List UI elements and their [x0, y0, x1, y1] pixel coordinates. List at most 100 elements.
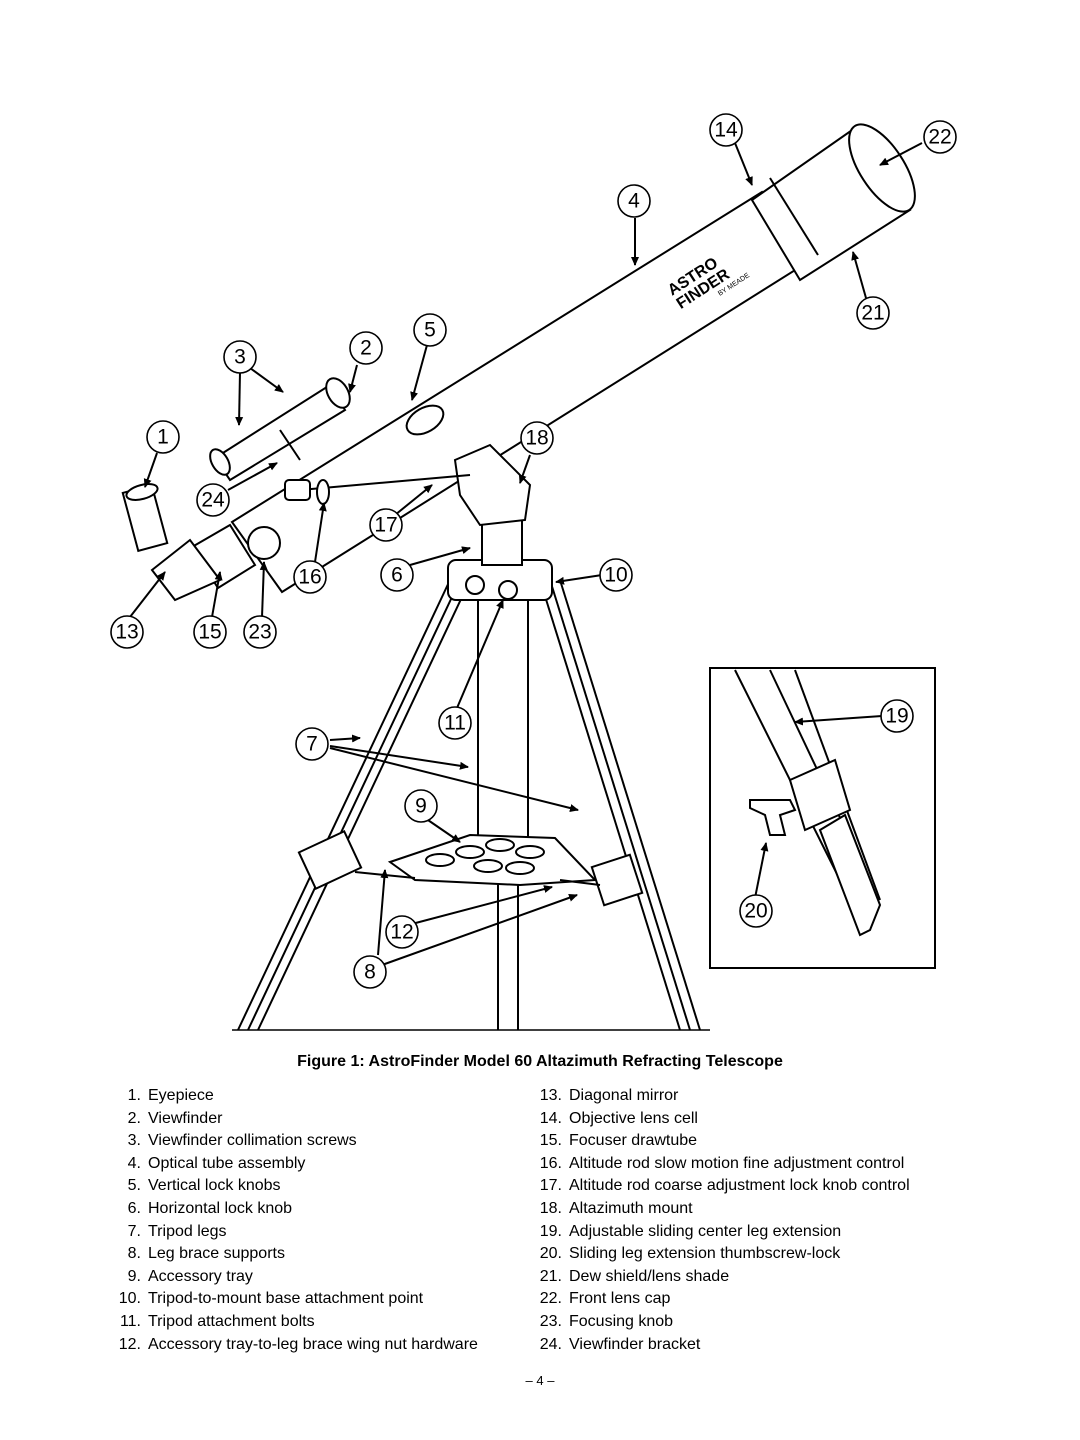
- callout-24: 24: [196, 483, 230, 517]
- part-number: 6.: [127, 1199, 141, 1217]
- part-label: Tripod-to-mount base attachment point: [148, 1290, 424, 1308]
- figure-caption: Figure 1: AstroFinder Model 60 Altazimut…: [297, 1053, 783, 1070]
- callout-14: 14: [709, 113, 743, 147]
- parts-list-item: 3.Viewfinder collimation screws: [103, 1130, 478, 1153]
- svg-text:2: 2: [360, 337, 372, 360]
- parts-list-item: 21. Dew shield/lens shade: [524, 1266, 910, 1289]
- part-label: Altitude rod coarse adjustment lock knob…: [569, 1177, 910, 1195]
- parts-list-item: 10.Tripod-to-mount base attachment point: [103, 1288, 478, 1311]
- svg-text:20: 20: [744, 900, 767, 923]
- callout-6: 6: [380, 558, 414, 592]
- parts-list-item: 24.Viewfinder bracket: [524, 1334, 910, 1357]
- parts-list-item: 20. Sliding leg extension thumbscrew-lock: [524, 1243, 910, 1266]
- optical-tube-assembly: ASTRO FINDER BY MEADE: [121, 123, 916, 602]
- part-label: Accessory tray: [148, 1267, 253, 1285]
- svg-text:12: 12: [390, 921, 413, 944]
- part-label: Focuser drawtube: [569, 1132, 698, 1150]
- telescope-diagram: ASTRO FINDER BY MEADE: [110, 113, 957, 1031]
- svg-text:5: 5: [424, 319, 436, 342]
- callout-18: 18: [520, 421, 554, 455]
- part-number: 16.: [539, 1154, 562, 1172]
- callout-12: 12: [385, 915, 419, 949]
- callout-8: 8: [353, 955, 387, 989]
- callout-20: 20: [739, 894, 773, 928]
- part-number: 8.: [127, 1245, 141, 1263]
- callout-2: 2: [349, 331, 383, 365]
- svg-text:22: 22: [928, 126, 951, 149]
- svg-text:14: 14: [714, 119, 738, 142]
- part-number: 7.: [127, 1222, 141, 1240]
- parts-list-item: 19. Adjustable sliding center leg extensi…: [524, 1221, 910, 1244]
- part-label: Viewfinder collimation screws: [148, 1132, 357, 1150]
- parts-list-item: 5.Vertical lock knobs: [103, 1175, 478, 1198]
- callout-7: 7: [295, 727, 329, 761]
- part-label: Leg brace supports: [148, 1245, 285, 1263]
- svg-text:8: 8: [364, 961, 376, 984]
- svg-text:9: 9: [415, 795, 427, 818]
- part-label: Eyepiece: [148, 1087, 214, 1104]
- svg-text:6: 6: [391, 564, 403, 587]
- callout-1: 1: [146, 420, 180, 454]
- parts-list-item: 15. Focuser drawtube: [524, 1130, 910, 1153]
- part-label: Front lens cap: [569, 1290, 671, 1308]
- callout-19: 19: [880, 699, 914, 733]
- svg-text:15: 15: [198, 621, 221, 644]
- svg-text:10: 10: [604, 564, 627, 587]
- callout-5: 5: [413, 313, 447, 347]
- part-label: Sliding leg extension thumbscrew-lock: [569, 1245, 841, 1263]
- parts-list-item: 13.Diagonal mirror: [524, 1085, 910, 1108]
- callout-leaders: [129, 142, 923, 966]
- part-number: 5.: [127, 1177, 141, 1195]
- svg-text:7: 7: [306, 733, 318, 756]
- svg-text:4: 4: [628, 190, 640, 213]
- part-number: 11.: [119, 1312, 141, 1330]
- parts-list-item: 2.Viewfinder: [103, 1108, 478, 1131]
- part-label: Focusing knob: [569, 1312, 674, 1330]
- parts-list-item: 7. Tripod legs: [103, 1221, 478, 1244]
- part-label: Dew shield/lens shade: [569, 1267, 730, 1285]
- svg-text:23: 23: [248, 621, 271, 644]
- callout-labels: 14 22 4 21 5 2 3 1 18 24 17 16 6 10 13 1…: [110, 113, 957, 989]
- callout-15: 15: [193, 615, 227, 649]
- tripod: [232, 509, 710, 1031]
- part-label: Viewfinder: [148, 1109, 223, 1127]
- callout-16: 16: [293, 560, 327, 594]
- parts-list-item: 17. Altitude rod coarse adjustment lock k…: [524, 1175, 910, 1198]
- svg-text:21: 21: [861, 302, 884, 325]
- part-number: 12.: [118, 1335, 141, 1353]
- part-number: 19.: [539, 1222, 562, 1240]
- part-number: 22.: [539, 1290, 562, 1308]
- svg-text:24: 24: [201, 489, 225, 512]
- callout-17: 17: [369, 508, 403, 542]
- svg-text:13: 13: [115, 621, 138, 644]
- svg-text:17: 17: [374, 514, 397, 537]
- part-number: 24.: [539, 1335, 562, 1353]
- callout-23: 23: [243, 615, 277, 649]
- svg-text:3: 3: [234, 346, 246, 369]
- parts-list-item: 4.Optical tube assembly: [103, 1153, 478, 1176]
- callout-13: 13: [110, 615, 144, 649]
- callout-11: 11: [438, 706, 472, 740]
- part-number: 4.: [127, 1154, 141, 1172]
- parts-list-item: 14. Objective lens cell: [524, 1108, 910, 1131]
- part-number: 21.: [539, 1267, 562, 1285]
- part-number: 14.: [539, 1109, 562, 1127]
- part-number: 15.: [539, 1132, 562, 1150]
- part-number: 9.: [127, 1267, 141, 1285]
- part-label: Tripod attachment bolts: [148, 1312, 315, 1330]
- part-label: Adjustable sliding center leg extension: [569, 1222, 842, 1240]
- part-number: 17.: [539, 1177, 562, 1195]
- part-label: Accessory tray-to-leg brace wing nut har…: [148, 1335, 478, 1353]
- callout-21: 21: [856, 296, 890, 330]
- part-number: 13.: [539, 1087, 562, 1104]
- parts-list-item: 22. Front lens cap: [524, 1288, 910, 1311]
- part-label: Objective lens cell: [569, 1109, 698, 1127]
- part-label: Tripod legs: [148, 1222, 227, 1240]
- parts-list-item: 8. Leg brace supports: [103, 1243, 478, 1266]
- part-number: 18.: [539, 1199, 562, 1217]
- part-number: 20.: [539, 1245, 562, 1263]
- part-label: Altitude rod slow motion fine adjustment…: [569, 1154, 905, 1172]
- svg-text:19: 19: [885, 705, 908, 728]
